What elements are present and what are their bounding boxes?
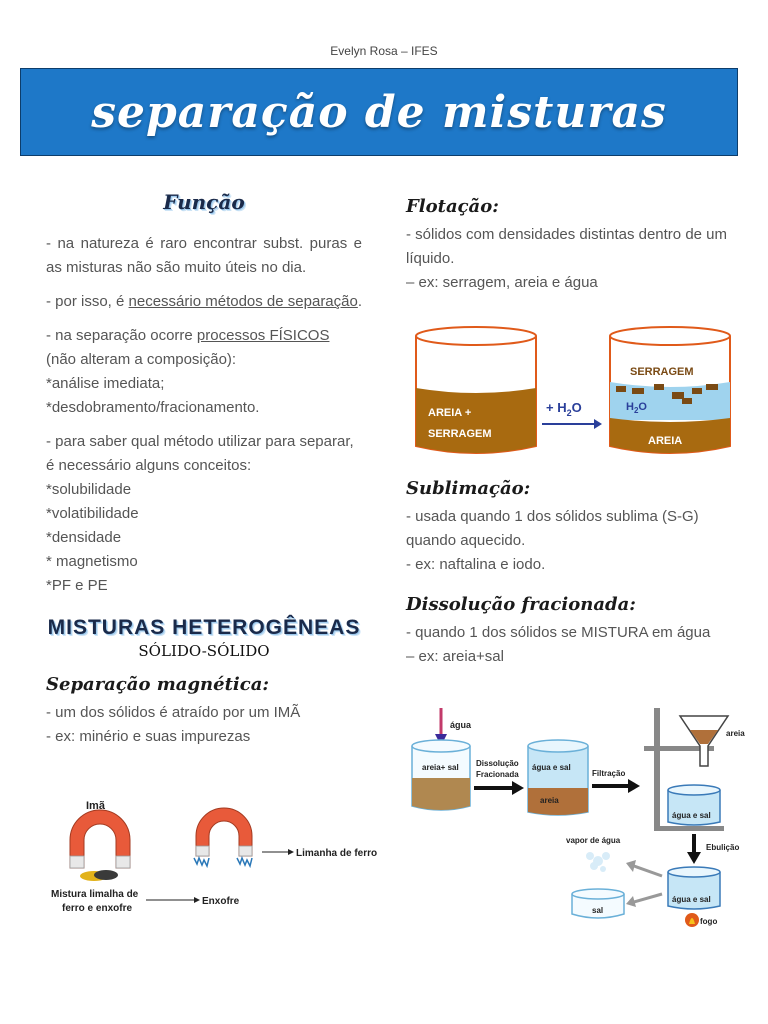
magnet-icon xyxy=(69,809,131,869)
sal-label: sal xyxy=(592,906,603,915)
beaker-icon xyxy=(609,326,731,454)
p2-underlined: necessário métodos de separação xyxy=(128,293,358,310)
list-item: *desdobramento/fracionamento. xyxy=(46,399,260,416)
left-label-2: SERRAGEM xyxy=(428,428,492,440)
p2-text: - por isso, é xyxy=(46,293,129,310)
arrowhead-icon xyxy=(512,781,524,795)
magnetica-line-1: - um dos sólidos é atraído por um IMÃ xyxy=(46,704,301,721)
dissolucao-label-2: Fracionada xyxy=(476,770,519,779)
flotation-figure: AREIA + SERRAGEM + H2O SERRAGEM H2O AREI… xyxy=(415,326,731,454)
heterogeneas-subheading: SÓLIDO-SÓLIDO xyxy=(138,642,270,660)
beaker-icon xyxy=(527,739,589,816)
flotacao-heading: Flotação: xyxy=(406,196,499,217)
fogo-label: fogo xyxy=(700,917,717,926)
flotacao-line-2: – ex: serragem, areia e água xyxy=(406,274,598,291)
h2o-label: H2O xyxy=(626,401,647,415)
sublimacao-line-2: - ex: naftalina e iodo. xyxy=(406,556,546,573)
list-item: * magnetismo xyxy=(46,553,138,570)
fire-icon xyxy=(685,913,699,927)
arrowhead-icon xyxy=(626,860,636,872)
mistura-label-1: Mistura limalha de xyxy=(51,889,139,900)
dissolucao-section: Dissolução fracionada: - quando 1 dos só… xyxy=(406,594,736,669)
enxofre-label: Enxofre xyxy=(202,896,240,907)
agua-label: água xyxy=(450,720,472,730)
filter-stand-icon xyxy=(644,708,724,831)
page-title: separação de misturas xyxy=(91,86,667,138)
magnet-with-iron-icon xyxy=(193,807,253,869)
left-column: Função - na natureza é raro encontrar su… xyxy=(46,190,362,749)
author-line: Evelyn Rosa – IFES xyxy=(330,44,438,58)
arrow-label: + H2O xyxy=(546,400,582,418)
sublimacao-section: Sublimação: - usada quando 1 dos sólidos… xyxy=(406,478,736,577)
list-item: *volatibilidade xyxy=(46,505,139,522)
serragem-label: SERRAGEM xyxy=(630,366,694,378)
salt-arrow xyxy=(633,892,663,904)
areia-sal-label: areia+ sal xyxy=(422,763,459,772)
arrowhead-icon xyxy=(628,779,640,793)
flotacao-line-1: - sólidos com densidades distintas dentr… xyxy=(406,226,728,267)
flotacao-section: Flotação: - sólidos com densidades disti… xyxy=(406,196,736,295)
agua-sal-label: água e sal xyxy=(532,763,571,772)
beaker-icon xyxy=(415,326,537,454)
beaker-icon xyxy=(411,739,471,811)
vapor-label: vapor de água xyxy=(566,836,621,845)
salt-dish-icon xyxy=(571,888,625,919)
filtracao-label: Filtração xyxy=(592,769,625,778)
magnetica-heading: Separação magnética: xyxy=(46,674,269,695)
mixture-pile-icon xyxy=(80,870,118,881)
areia-funil-label: areia xyxy=(726,729,745,738)
dissolucao-line-1: - quando 1 dos sólidos se MISTURA em águ… xyxy=(406,624,711,641)
arrowhead-icon xyxy=(194,897,200,903)
funcao-paragraph-2: - por isso, é necessário métodos de sepa… xyxy=(46,290,362,314)
funcao-paragraph-1: - na natureza é raro encontrar subst. pu… xyxy=(46,235,362,276)
left-label-1: AREIA + xyxy=(428,407,471,419)
title-banner: separação de misturas xyxy=(20,68,738,156)
agua-sal-2-label: água e sal xyxy=(672,811,711,820)
vapor-arrow xyxy=(633,864,663,878)
ima-label: Imã xyxy=(86,800,106,812)
list-item: *análise imediata; xyxy=(46,375,165,392)
funnel-icon xyxy=(678,715,730,767)
vapor-cloud-icon xyxy=(586,852,610,872)
beaker-icon xyxy=(667,866,721,910)
arrowhead-icon xyxy=(626,896,636,907)
dissolucao-heading: Dissolução fracionada: xyxy=(406,594,636,615)
beaker-icon xyxy=(667,784,721,826)
dissolution-figure: água areia+ sal Dissolução Fracionada ág… xyxy=(411,708,745,927)
arrowhead-icon xyxy=(594,419,602,429)
agua-sal-3-label: água e sal xyxy=(672,895,711,904)
sublimacao-heading: Sublimação: xyxy=(406,478,531,499)
funcao-heading: Função xyxy=(163,190,245,214)
sublimacao-line-1: - usada quando 1 dos sólidos sublima (S-… xyxy=(406,508,699,549)
funcao-paragraph-4: - para saber qual método utilizar para s… xyxy=(46,433,354,474)
arrowhead-icon xyxy=(288,849,294,855)
p3-text: - na separação ocorre xyxy=(46,327,197,344)
ebulicao-label: Ebulição xyxy=(706,843,739,852)
areia-label: AREIA xyxy=(648,435,682,447)
dissolucao-label-1: Dissolução xyxy=(476,759,519,768)
funcao-paragraph-3: - na separação ocorre processos FÍSICOS … xyxy=(46,324,362,372)
heterogeneas-heading: MISTURAS HETEROGÊNEAS xyxy=(47,616,361,639)
arrowhead-icon xyxy=(687,852,701,864)
list-item: *solubilidade xyxy=(46,481,132,498)
list-item: *PF e PE xyxy=(46,577,108,594)
magnetic-separation-figure: Imã Mistura limalha de ferro e enxofre E… xyxy=(51,800,377,914)
list-item: *densidade xyxy=(46,529,122,546)
dissolucao-line-2: – ex: areia+sal xyxy=(406,648,504,665)
p3-underlined: processos FÍSICOS xyxy=(196,327,330,344)
magnetica-line-2: - ex: minério e suas impurezas xyxy=(46,728,251,745)
areia-layer-label: areia xyxy=(540,796,559,805)
p2-end: . xyxy=(357,293,363,310)
mistura-label-2: ferro e enxofre xyxy=(62,903,132,914)
p3-end: (não alteram a composição): xyxy=(46,351,237,368)
limalha-label: Limanha de ferro xyxy=(296,848,377,859)
